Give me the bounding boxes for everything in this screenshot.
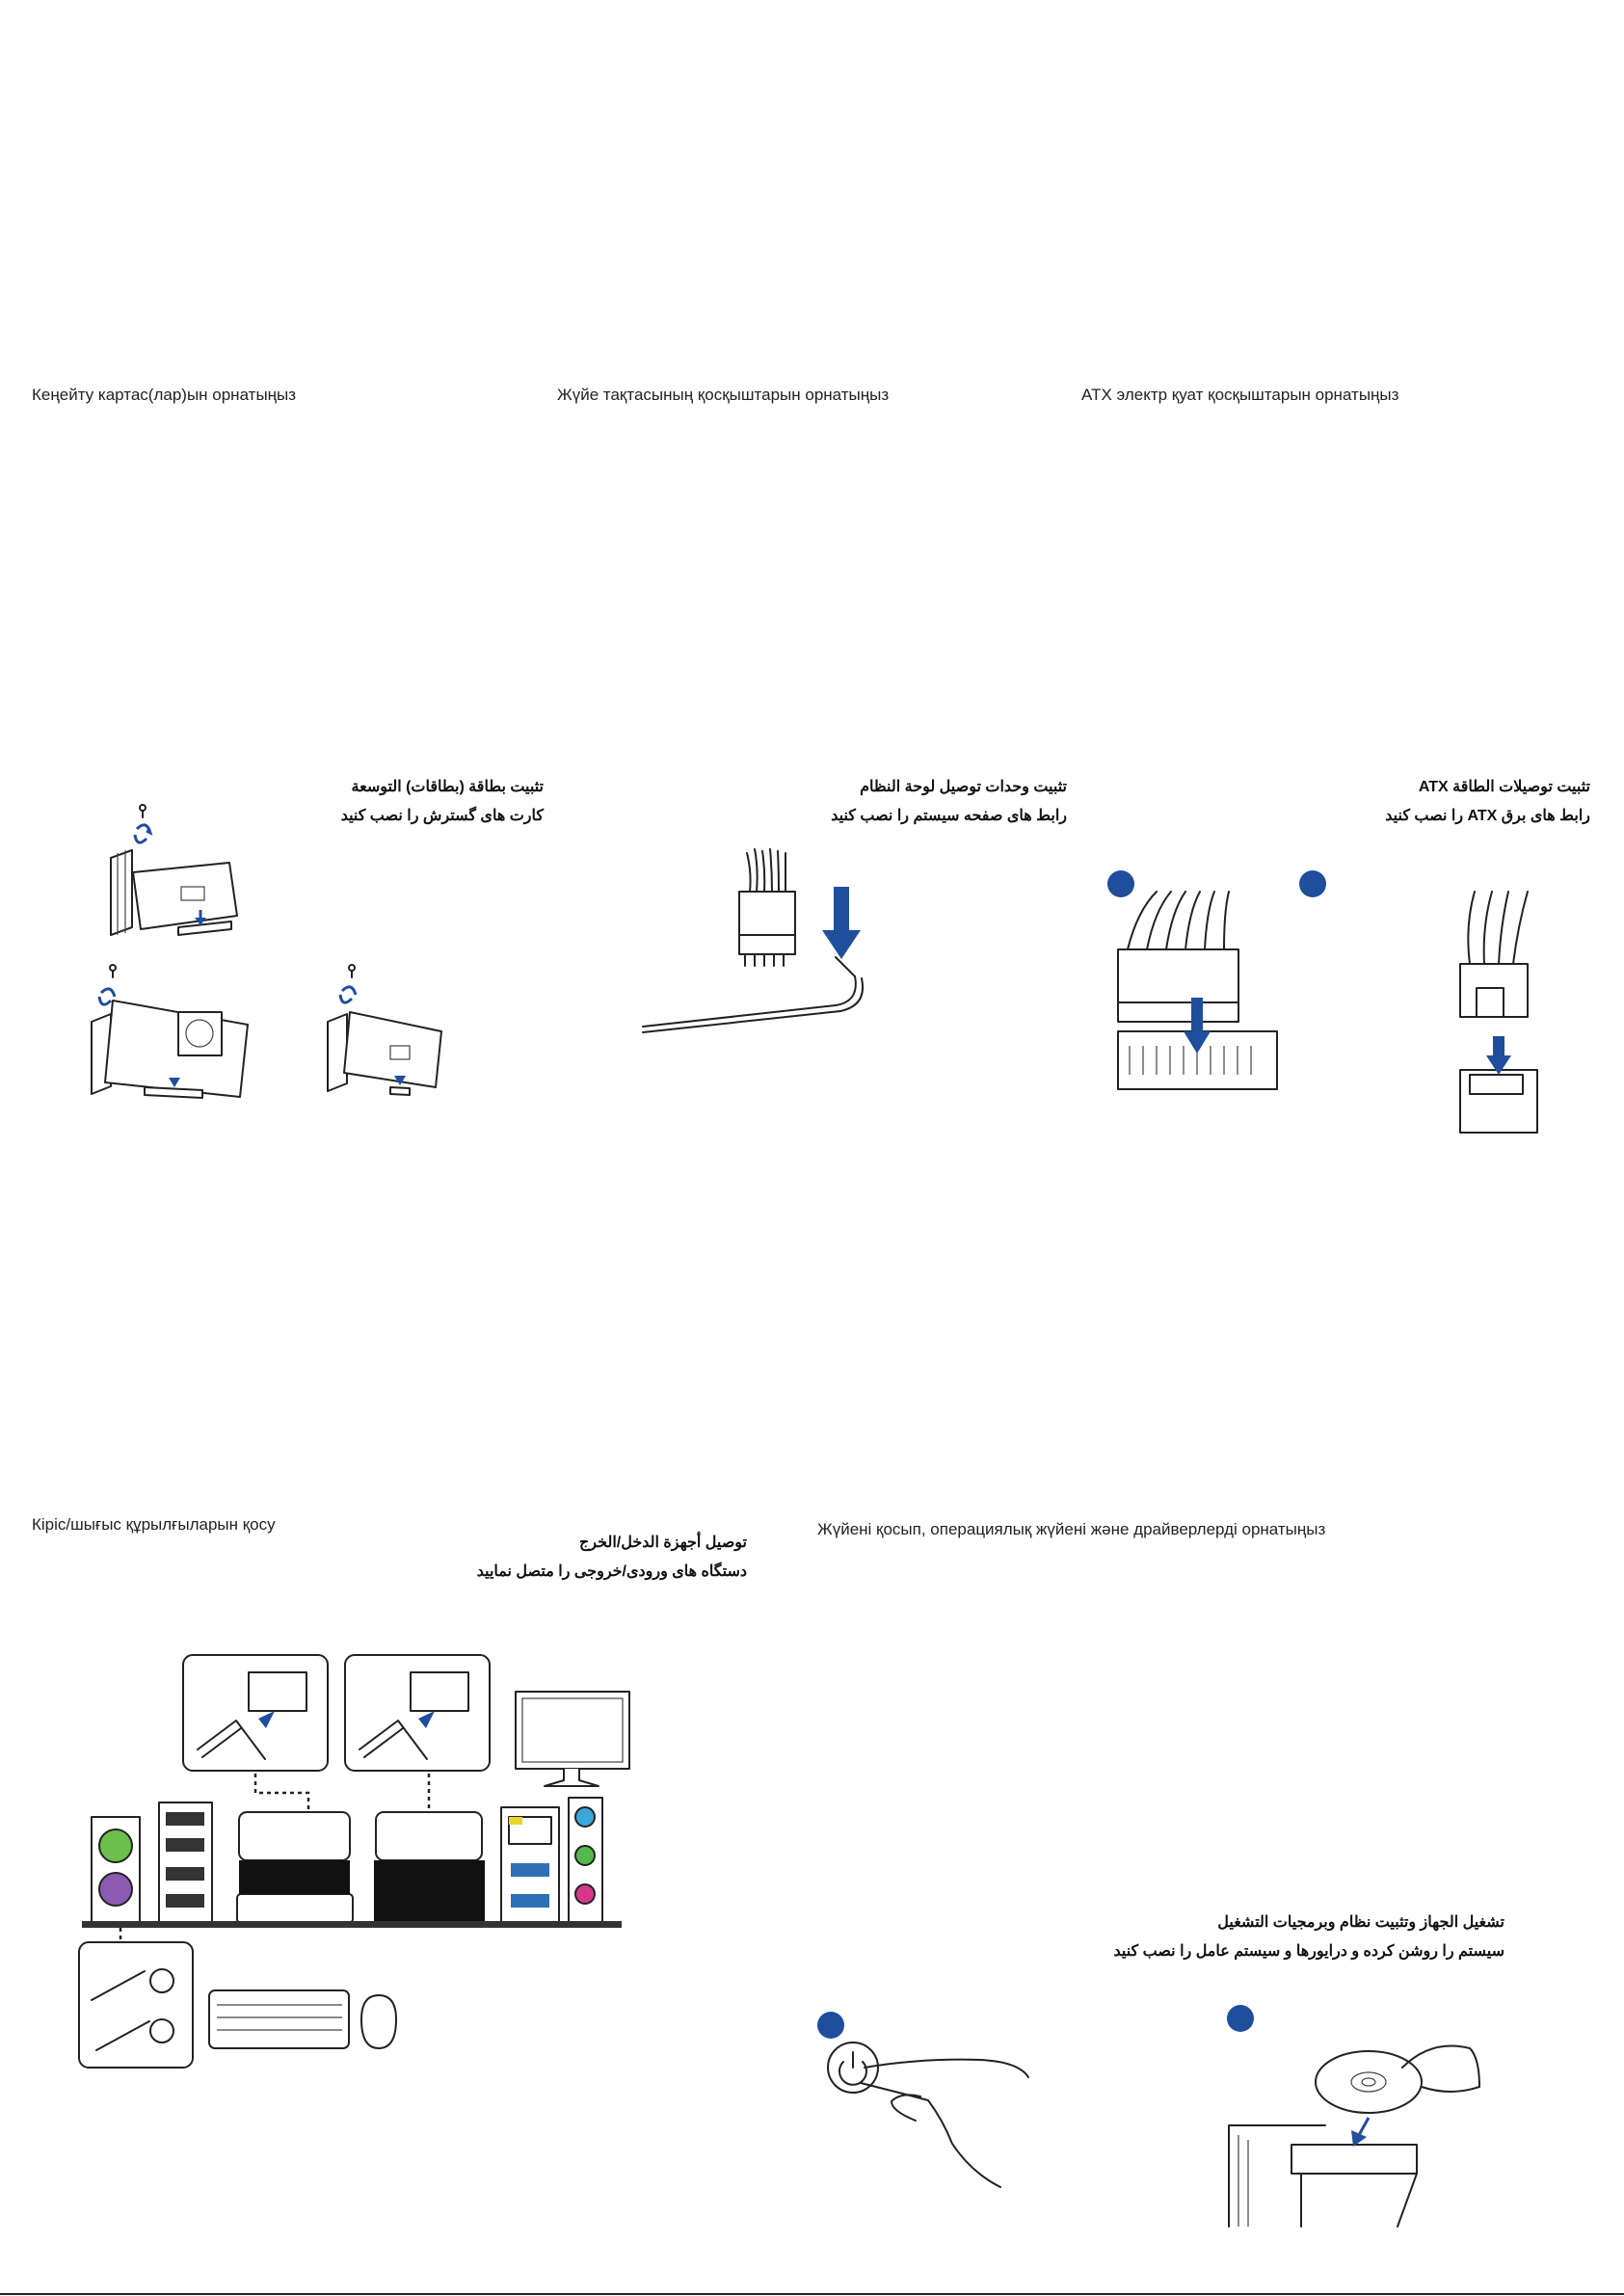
- arrow-icon: [133, 823, 153, 844]
- atx-24pin-illustration: [1117, 891, 1278, 1090]
- arrow-icon: [1184, 998, 1211, 1054]
- disc-icon: [1315, 2050, 1423, 2114]
- atx-step-badge-1: [1107, 870, 1134, 897]
- atx-heading-kz: ATX электр қуат қосқыштарын орнатыңыз: [1081, 386, 1399, 404]
- arrow-icon: [97, 987, 117, 1006]
- step-badge-icon: [1107, 870, 1134, 897]
- system-panel-connector-illustration: [642, 848, 864, 1033]
- expansion-heading-kz: Кеңейту картас(лар)ын орнатыңыз: [32, 386, 297, 404]
- expansion-card-illustration-1: [110, 804, 238, 936]
- mouse-icon: [360, 1994, 397, 2049]
- page-bottom-rule: [0, 2293, 1624, 2295]
- step-badge-icon: [817, 2012, 844, 2039]
- keyboard-icon: [208, 1989, 350, 2049]
- screw-icon: [348, 964, 356, 978]
- arrow-icon: [1486, 1036, 1511, 1075]
- power-on-heading-kz: Жүйені қосып, операциялық жүйені және др…: [817, 1520, 1326, 1538]
- expansion-heading-fa: کارت های گسترش را نصب کنید: [340, 808, 544, 824]
- optical-drive-illustration: [1228, 2044, 1480, 2228]
- io-heading-fa: دستگاه های ورودی/خروجی را متصل نمایید: [476, 1563, 747, 1580]
- atx-heading-ar: تثبيت توصيلات الطاقة ATX: [1418, 779, 1590, 795]
- arrow-icon: [822, 887, 861, 959]
- expansion-heading-ar: تثبيت بطاقة (بطاقات) التوسعة: [351, 779, 544, 795]
- system-panel-heading-fa: رابط های صفحه سیستم را نصب کنید: [831, 808, 1067, 824]
- monitor-icon: [515, 1691, 630, 1787]
- step-badge-icon: [1299, 870, 1326, 897]
- screw-icon: [109, 964, 117, 978]
- system-panel-heading-kz: Жүйе тақтасының қосқыштарын орнатыңыз: [557, 386, 890, 404]
- system-panel-heading-ar: تثبيت وحدات توصيل لوحة النظام: [860, 779, 1067, 795]
- arrow-icon: [1351, 2117, 1371, 2147]
- io-heading-ar: توصيل أجهزة الدخل/الخرج: [578, 1535, 747, 1551]
- io-panel-illustration: [78, 1654, 630, 2069]
- atx-8pin-illustration: [1459, 891, 1538, 1134]
- atx-heading-fa: رابط های برق ATX را نصب کنید: [1385, 808, 1590, 824]
- atx-step-badge-2: [1299, 870, 1326, 897]
- power-on-heading-ar: تشغيل الجهاز وتثبيت نظام وبرمجيات التشغي…: [1217, 1914, 1504, 1931]
- power-step-badge-1: [817, 2012, 844, 2039]
- power-on-heading-fa: سیستم را روشن کرده و درایورها و سیستم عا…: [1113, 1943, 1504, 1960]
- screw-icon: [139, 804, 146, 818]
- power-step-badge-2: [1227, 2005, 1254, 2032]
- expansion-card-illustration-2: [91, 964, 249, 1099]
- arrow-icon: [338, 985, 358, 1004]
- step-badge-icon: [1227, 2005, 1254, 2032]
- io-heading-kz: Кіріс/шығыс құрылғыларын қосу: [32, 1515, 276, 1534]
- power-button-icon: [827, 2042, 879, 2094]
- expansion-card-illustration-3: [327, 964, 442, 1096]
- power-button-illustration: [827, 2042, 1029, 2188]
